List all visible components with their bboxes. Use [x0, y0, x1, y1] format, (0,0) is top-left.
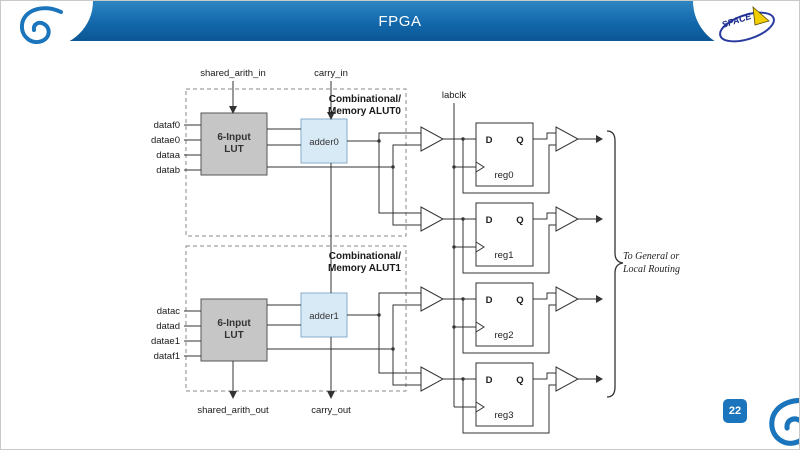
reg2-clock-icon — [475, 321, 485, 333]
reg1-clock-icon — [475, 241, 485, 253]
reg3-name: reg3 — [494, 410, 513, 421]
mux0-icon — [420, 126, 445, 152]
spiral-logo-icon — [19, 6, 63, 44]
mux3-icon — [420, 366, 445, 392]
adder1-label: adder1 — [309, 311, 339, 322]
spiral-logo-footer-icon — [769, 397, 799, 446]
satellite-icon — [752, 6, 770, 26]
alut0-title-line1: Combinational/ — [329, 94, 401, 105]
reg3-q-label: Q — [516, 375, 523, 386]
outmux2-icon — [555, 286, 580, 312]
register-reg1: D Q reg1 — [475, 202, 534, 267]
reg2-d-label: D — [486, 295, 493, 306]
adder0-box — [300, 118, 348, 164]
register-reg3: D Q reg3 — [475, 362, 534, 427]
lut1-box — [200, 298, 268, 362]
adder1-box — [300, 292, 348, 338]
input-label-dataf0: dataf0 — [154, 120, 180, 131]
input-label-dataf1: dataf1 — [154, 351, 180, 362]
header-bar: FPGA — [1, 1, 799, 41]
reg0-clock-icon — [475, 161, 485, 173]
reg0-name: reg0 — [494, 170, 513, 181]
reg0-q-label: Q — [516, 135, 523, 146]
carry-out-label: carry_out — [311, 405, 351, 416]
arrowheads — [229, 106, 603, 399]
wire-junctions — [377, 137, 465, 381]
input-label-dataa: dataa — [156, 150, 180, 161]
company-logo — [19, 6, 63, 44]
carry-in-label: carry_in — [314, 68, 348, 79]
reg3-d-label: D — [486, 375, 493, 386]
input-label-datae1: datae1 — [151, 336, 180, 347]
mux-triangles — [420, 126, 580, 392]
input-label-datad: datad — [156, 321, 180, 332]
header-right-corner: SPACE — [693, 1, 799, 49]
space-logo-text: SPACE — [721, 11, 754, 30]
routing-label-line2: Local Routing — [622, 264, 680, 275]
lut1-label-line1: 6-Input — [217, 318, 251, 329]
reg1-q-label: Q — [516, 215, 523, 226]
slide-title: FPGA — [378, 12, 422, 30]
mux1-icon — [420, 206, 445, 232]
register-reg0: D Q reg0 — [475, 122, 534, 187]
alut1-title-line2: Memory ALUT1 — [328, 263, 401, 274]
alut0-title-line2: Memory ALUT0 — [328, 106, 401, 117]
reg0-d-label: D — [486, 135, 493, 146]
register-reg2: D Q reg2 — [475, 282, 534, 347]
alut0-wires — [184, 81, 421, 226]
register-wires — [443, 103, 596, 434]
input-label-datae0: datae0 — [151, 135, 180, 146]
lut0-label-line1: 6-Input — [217, 132, 251, 143]
lut0-label-line2: LUT — [224, 144, 243, 155]
reg1-name: reg1 — [494, 250, 513, 261]
mux2-icon — [420, 286, 445, 312]
outmux3-icon — [555, 366, 580, 392]
shared-arith-in-label: shared_arith_in — [200, 68, 266, 79]
reg2-q-label: Q — [516, 295, 523, 306]
labclk-label: labclk — [442, 90, 467, 101]
outmux0-icon — [555, 126, 580, 152]
input-label-datac: datac — [157, 306, 180, 317]
reg3-clock-icon — [475, 401, 485, 413]
page-number-badge: 22 — [723, 399, 747, 423]
reg1-d-label: D — [486, 215, 493, 226]
lut1-label-line2: LUT — [224, 330, 243, 341]
alut1-wires — [184, 163, 421, 397]
alut0-box — [185, 88, 407, 237]
input-label-datab: datab — [156, 165, 180, 176]
outmux1-icon — [555, 206, 580, 232]
routing-label-line1: To General or — [623, 251, 679, 262]
alut1-title-line1: Combinational/ — [329, 251, 401, 262]
footer-logo — [763, 393, 799, 449]
routing-brace — [606, 130, 624, 398]
shared-arith-out-label: shared_arith_out — [197, 405, 269, 416]
lut0-box — [200, 112, 268, 176]
adder0-label: adder0 — [309, 137, 339, 148]
orbit-icon — [719, 11, 775, 43]
reg2-name: reg2 — [494, 330, 513, 341]
space-academy-logo: SPACE — [719, 6, 775, 43]
